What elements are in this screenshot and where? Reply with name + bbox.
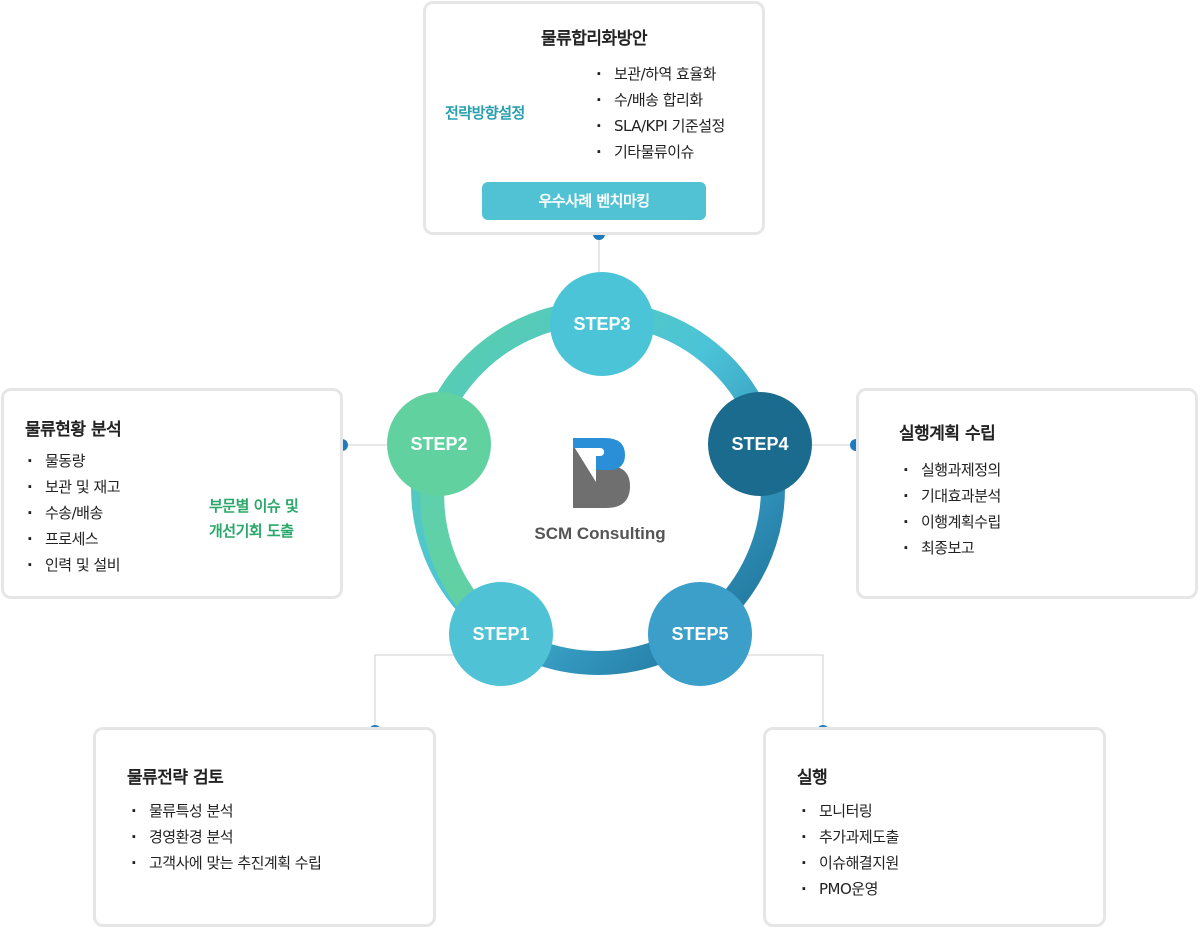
- analysis-result-line1: 부문별 이슈 및: [209, 497, 299, 515]
- list-item: 프로세스: [23, 526, 120, 552]
- box-strategy-plan: 물류합리화방안 전략방향설정 보관/하역 효율화 수/배송 합리화 SLA/KP…: [423, 1, 765, 235]
- step4-circle[interactable]: STEP4: [708, 392, 812, 496]
- list-item: 기타물류이슈: [592, 139, 725, 165]
- list-item: 실행과제정의: [899, 457, 1001, 483]
- list-item: 추가과제도출: [797, 824, 899, 850]
- center-label: SCM Consulting: [534, 524, 666, 543]
- b-logo-icon: [573, 438, 630, 508]
- execution-items-list: 모니터링 추가과제도출 이슈해결지원 PMO운영: [797, 798, 899, 902]
- box-execution-plan: 실행계획 수립 실행과제정의 기대효과분석 이행계획수립 최종보고: [856, 388, 1198, 599]
- list-item: 고객사에 맞는 추진계획 수립: [127, 850, 322, 876]
- box-logistics-analysis: 물류현황 분석 물동량 보관 및 재고 수송/배송 프로세스 인력 및 설비 부…: [1, 388, 343, 599]
- list-item: 인력 및 설비: [23, 552, 121, 578]
- analysis-result-line2: 개선기회 도출: [209, 522, 294, 540]
- list-item: 물동량: [23, 448, 120, 474]
- list-item: SLA/KPI 기준설정: [592, 113, 725, 139]
- analysis-items-list: 물동량 보관 및 재고 수송/배송 프로세스 인력 및 설비: [23, 448, 121, 578]
- strategy-review-items-list: 물류특성 분석 경영환경 분석 고객사에 맞는 추진계획 수립: [127, 798, 322, 876]
- step2-circle[interactable]: STEP2: [387, 392, 491, 496]
- box-title: 실행: [797, 768, 828, 788]
- list-item: 이행계획수립: [899, 509, 1001, 535]
- list-item: 모니터링: [797, 798, 899, 824]
- list-item: 최종보고: [899, 535, 1001, 561]
- box-strategy-review: 물류전략 검토 물류특성 분석 경영환경 분석 고객사에 맞는 추진계획 수립: [93, 727, 436, 927]
- list-item: 보관/하역 효율화: [592, 61, 725, 87]
- list-item: 이슈해결지원: [797, 850, 899, 876]
- strategy-direction-label: 전략방향설정: [445, 104, 525, 122]
- box-title: 물류합리화방안: [541, 29, 647, 49]
- list-item: 수/배송 합리화: [592, 87, 725, 113]
- box-execution: 실행 모니터링 추가과제도출 이슈해결지원 PMO운영: [763, 727, 1106, 927]
- list-item: 물류특성 분석: [127, 798, 321, 824]
- list-item: 경영환경 분석: [127, 824, 321, 850]
- connector-bottom-right: [745, 654, 824, 731]
- box-title: 물류현황 분석: [25, 420, 122, 440]
- step1-circle[interactable]: STEP1: [449, 582, 553, 686]
- strategy-items-list: 보관/하역 효율화 수/배송 합리화 SLA/KPI 기준설정 기타물류이슈: [592, 61, 725, 165]
- connector-bottom-left: [374, 654, 460, 731]
- list-item: PMO운영: [797, 876, 899, 902]
- list-item: 보관 및 재고: [23, 474, 121, 500]
- box-title: 물류전략 검토: [127, 768, 224, 788]
- list-item: 기대효과분석: [899, 483, 1001, 509]
- step5-circle[interactable]: STEP5: [648, 582, 752, 686]
- benchmark-button[interactable]: 우수사례 벤치마킹: [482, 182, 706, 220]
- step3-circle[interactable]: STEP3: [550, 272, 654, 376]
- list-item: 수송/배송: [23, 500, 120, 526]
- execution-plan-items-list: 실행과제정의 기대효과분석 이행계획수립 최종보고: [899, 457, 1001, 561]
- box-title: 실행계획 수립: [899, 424, 996, 444]
